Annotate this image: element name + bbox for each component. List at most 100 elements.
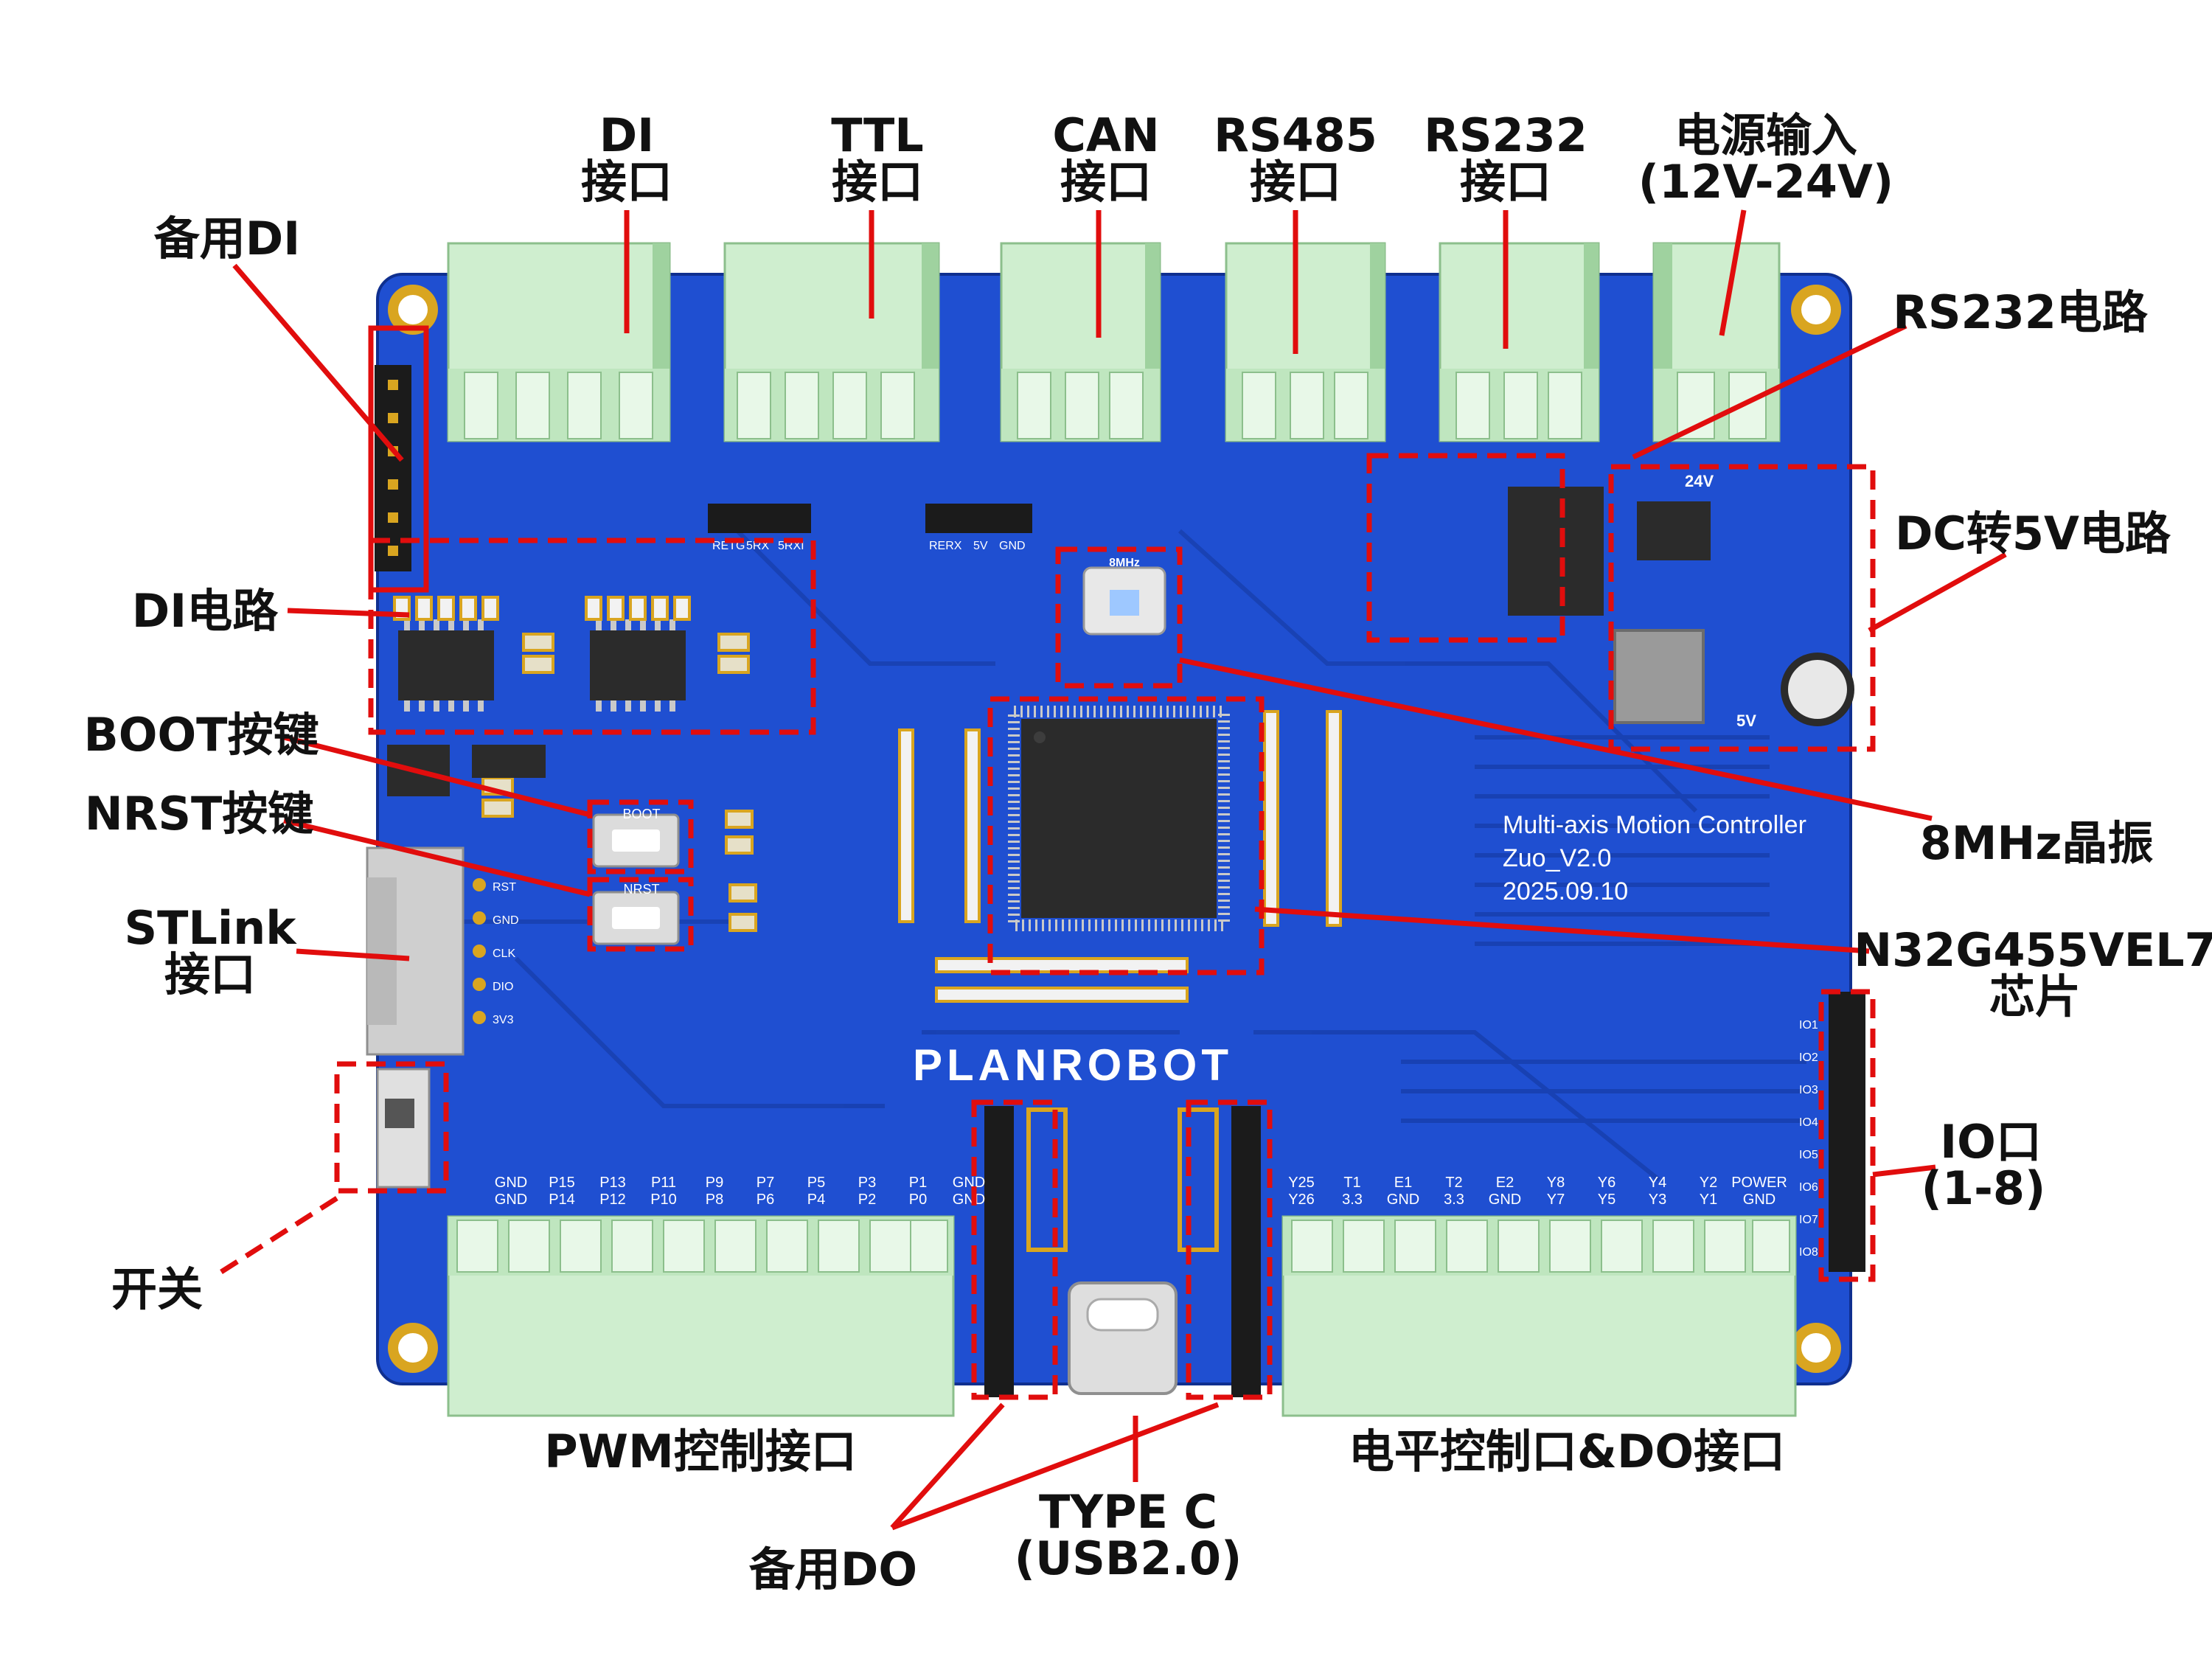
board-version-silk: Zuo_V2.0 xyxy=(1503,844,1611,872)
pin-label: GND xyxy=(1489,1192,1521,1208)
box-di-circuit xyxy=(368,538,816,735)
pin-label: 3.3 xyxy=(1342,1192,1363,1208)
pin-label: CLK xyxy=(493,947,515,960)
pin-label: GND xyxy=(1387,1192,1419,1208)
pin-label: P15 xyxy=(549,1175,575,1191)
pin-label: T2 xyxy=(1445,1175,1462,1191)
pin-label: P9 xyxy=(706,1175,723,1191)
label-nrst-key: NRST按键 xyxy=(85,787,314,841)
electrolytic-capacitor xyxy=(1781,653,1854,726)
pin-label: P6 xyxy=(757,1192,774,1208)
pin-label: IO5 xyxy=(1799,1149,1818,1161)
label-stlink-line2: 接口 xyxy=(164,947,256,1001)
pin-label: IO3 xyxy=(1799,1084,1818,1096)
box-backup-do-right xyxy=(1186,1099,1273,1400)
di-terminal xyxy=(447,242,671,442)
pwm-terminal xyxy=(447,1215,955,1417)
pin-label: 3.3 xyxy=(1444,1192,1464,1208)
pin-label: IO7 xyxy=(1799,1214,1818,1226)
pin-label: P5 xyxy=(807,1175,825,1191)
label-di-port-line2: 接口 xyxy=(581,155,672,209)
mcu-chip xyxy=(1008,706,1230,931)
label-di-port-line1: DI xyxy=(599,108,655,162)
label-mcu-line1: N32G455VEL7 xyxy=(1854,923,2212,977)
pin-label: POWER xyxy=(1731,1175,1787,1191)
boot-silk: BOOT xyxy=(622,807,660,821)
board-title-silk: Multi-axis Motion Controller xyxy=(1503,811,1806,839)
label-type-c-line1: TYPE C xyxy=(1039,1485,1217,1539)
pin-label: P8 xyxy=(706,1192,723,1208)
board-date-silk: 2025.09.10 xyxy=(1503,877,1628,905)
rs485-terminal xyxy=(1225,242,1386,442)
annotation-boxes xyxy=(334,325,1876,1400)
box-backup-di xyxy=(368,325,429,593)
pin-label: P7 xyxy=(757,1175,774,1191)
pin-label: P4 xyxy=(807,1192,825,1208)
callout-labels: DI 接口 TTL 接口 CAN 接口 RS485 接口 RS232 接口 电源… xyxy=(84,108,2212,1596)
components: 8MHz BOOT NRST xyxy=(366,365,1865,1397)
label-crystal: 8MHz晶振 xyxy=(1920,816,2154,870)
pin-label: IO1 xyxy=(1799,1019,1818,1032)
pin-label: P0 xyxy=(909,1192,927,1208)
pin-label: P3 xyxy=(858,1175,876,1191)
label-rs485-port-line1: RS485 xyxy=(1214,108,1377,162)
io-header xyxy=(1829,992,1865,1272)
nrst-button[interactable]: NRST xyxy=(592,882,680,945)
label-mcu-line2: 芯片 xyxy=(1989,970,2081,1023)
label-rs232-port-line2: 接口 xyxy=(1460,155,1551,209)
pin-label: IO6 xyxy=(1799,1181,1818,1194)
mounting-hole-icon xyxy=(388,285,1841,1373)
pin-label: E1 xyxy=(1394,1175,1412,1191)
label-power-input-line1: 电源输入 xyxy=(1674,108,1857,162)
label-stlink-line1: STLink xyxy=(124,901,297,955)
pin-label: Y6 xyxy=(1598,1175,1615,1191)
boot-button[interactable]: BOOT xyxy=(592,807,680,868)
pin-label: P13 xyxy=(599,1175,626,1191)
power-terminal xyxy=(1652,242,1781,442)
terminal-blocks-bottom xyxy=(447,1215,1797,1417)
box-boot xyxy=(587,799,694,874)
do-terminal xyxy=(1281,1215,1797,1417)
supply-5v-silk: 5V xyxy=(1736,712,1756,730)
terminal-blocks-top xyxy=(447,242,1781,442)
h6-pin3-silk: GND xyxy=(999,540,1026,552)
pin-label: P11 xyxy=(651,1175,676,1191)
pin-label: Y1 xyxy=(1700,1192,1717,1208)
label-power-input-line2: (12V-24V) xyxy=(1638,155,1893,209)
can-terminal xyxy=(1000,242,1161,442)
label-io-line2: (1-8) xyxy=(1921,1161,2046,1215)
ttl-terminal xyxy=(723,242,940,442)
label-dc5v-circuit: DC转5V电路 xyxy=(1895,507,2171,560)
pin-label: Y26 xyxy=(1288,1192,1315,1208)
label-pwm-port: PWM控制接口 xyxy=(544,1425,857,1478)
pin-label: GND xyxy=(493,914,519,927)
label-ttl-port-line2: 接口 xyxy=(832,155,923,209)
label-do-port: 电平控制口&DO接口 xyxy=(1349,1425,1785,1478)
stlink-connector xyxy=(366,846,486,1056)
pin-label: RST xyxy=(493,881,516,894)
power-switch[interactable] xyxy=(376,1068,431,1189)
box-crystal xyxy=(1055,546,1183,689)
box-io xyxy=(1818,989,1876,1282)
pin-label: E2 xyxy=(1496,1175,1514,1191)
box-nrst xyxy=(587,877,694,952)
label-ttl-port-line1: TTL xyxy=(831,108,924,162)
h6-pin2-silk: 5V xyxy=(973,540,988,552)
crystal: 8MHz xyxy=(1082,557,1166,636)
label-rs232-port-line1: RS232 xyxy=(1424,108,1587,162)
pin-label: P10 xyxy=(650,1192,677,1208)
crystal-silk: 8MHz xyxy=(1109,557,1140,569)
label-switch: 开关 xyxy=(111,1262,203,1316)
label-boot-key: BOOT按键 xyxy=(84,708,319,762)
label-di-circuit: DI电路 xyxy=(132,584,279,638)
pin-label: Y8 xyxy=(1547,1175,1565,1191)
pin-label: P1 xyxy=(909,1175,927,1191)
pin-label: DIO xyxy=(493,981,513,993)
pin-label: IO8 xyxy=(1799,1246,1818,1259)
pin-label: IO2 xyxy=(1799,1051,1818,1064)
pin-label: Y3 xyxy=(1649,1192,1666,1208)
